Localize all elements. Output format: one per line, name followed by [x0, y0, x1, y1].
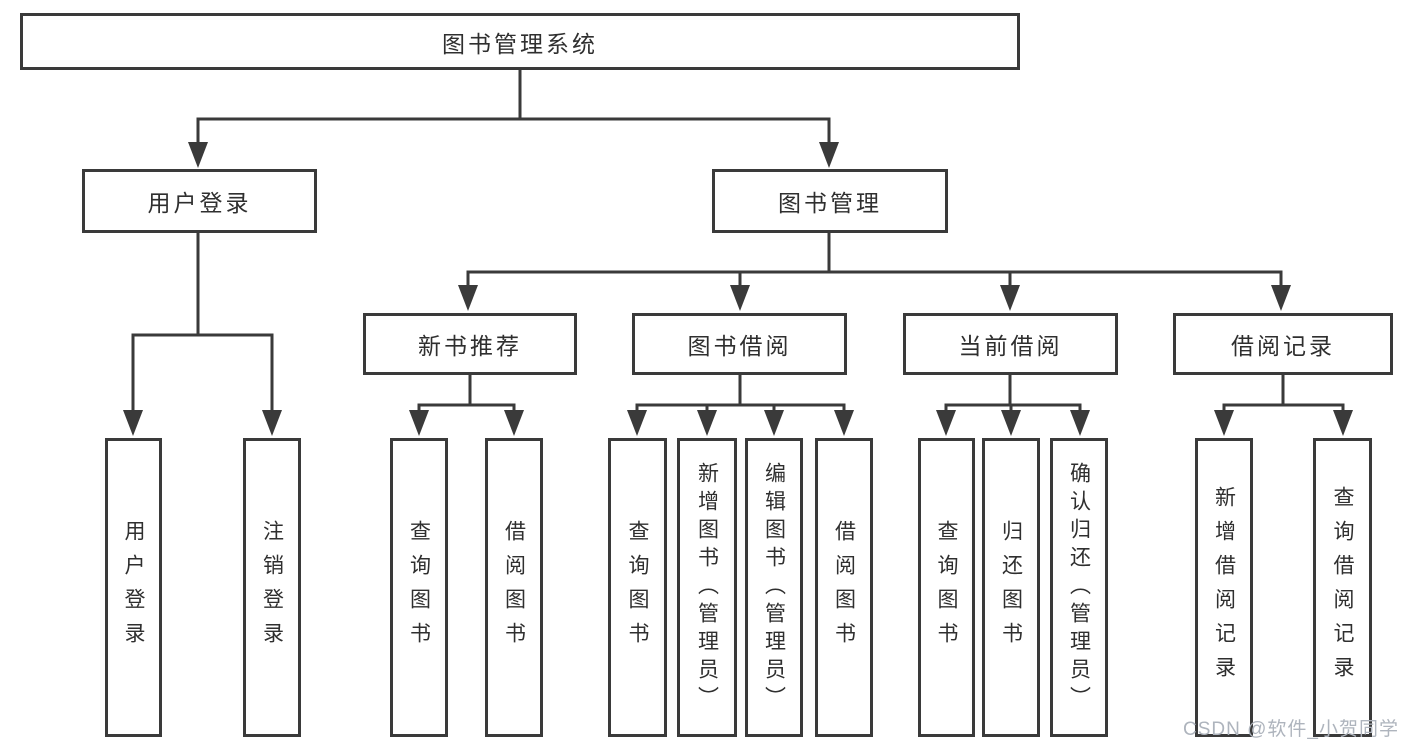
- leaf-borrow-books-label: 借阅图书: [832, 519, 856, 656]
- node-new-book-recommendation: 新书推荐: [363, 313, 577, 375]
- node-book-borrowing-label: 图书借阅: [687, 333, 792, 359]
- leaf-add-book-admin-label: 新增图书（管理员）: [695, 461, 719, 714]
- leaf-add-borrow-record: 新增借阅记录: [1195, 438, 1253, 737]
- leaf-user-login-label: 用户登录: [122, 519, 145, 656]
- leaf-add-book-admin: 新增图书（管理员）: [677, 438, 737, 737]
- leaf-query-books-borrow-label: 查询图书: [626, 519, 649, 656]
- leaf-query-books-recommend: 查询图书: [390, 438, 448, 737]
- node-current-borrowing-label: 当前借阅: [958, 333, 1063, 359]
- node-borrowing-records: 借阅记录: [1173, 313, 1393, 375]
- leaf-borrow-books: 借阅图书: [815, 438, 873, 737]
- leaf-query-books-recommend-label: 查询图书: [407, 519, 431, 656]
- leaf-confirm-return-admin-label: 确认归还（管理员）: [1067, 461, 1091, 714]
- leaf-borrow-books-recommend: 借阅图书: [485, 438, 543, 737]
- node-user-login-label: 用户登录: [147, 190, 252, 216]
- node-book-management: 图书管理: [712, 169, 948, 233]
- node-root: 图书管理系统: [20, 13, 1020, 70]
- arrowheads: [123, 142, 1353, 436]
- leaf-user-login: 用户登录: [105, 438, 162, 737]
- csdn-watermark: CSDN @软件_小贺同学: [1183, 719, 1399, 740]
- leaf-edit-book-admin-label: 编辑图书（管理员）: [762, 461, 786, 714]
- leaf-logout: 注销登录: [243, 438, 301, 737]
- leaf-confirm-return-admin: 确认归还（管理员）: [1050, 438, 1108, 737]
- leaf-query-books-current: 查询图书: [918, 438, 975, 737]
- leaf-add-borrow-record-label: 新增借阅记录: [1212, 485, 1236, 690]
- leaf-borrow-books-recommend-label: 借阅图书: [502, 519, 526, 656]
- node-user-login: 用户登录: [82, 169, 317, 233]
- node-book-management-label: 图书管理: [778, 190, 882, 216]
- leaf-edit-book-admin: 编辑图书（管理员）: [745, 438, 803, 737]
- leaf-query-books-current-label: 查询图书: [935, 519, 958, 656]
- leaf-query-borrow-record: 查询借阅记录: [1313, 438, 1372, 737]
- leaf-return-books-label: 归还图书: [999, 519, 1023, 656]
- node-new-book-recommendation-label: 新书推荐: [418, 333, 522, 359]
- leaf-query-books-borrow: 查询图书: [608, 438, 667, 737]
- node-root-label: 图书管理系统: [442, 30, 598, 57]
- connector-segments: [131, 68, 1345, 415]
- leaf-logout-label: 注销登录: [260, 519, 284, 656]
- node-borrowing-records-label: 借阅记录: [1231, 333, 1335, 359]
- node-current-borrowing: 当前借阅: [903, 313, 1118, 375]
- leaf-return-books: 归还图书: [982, 438, 1040, 737]
- node-book-borrowing: 图书借阅: [632, 313, 847, 375]
- leaf-query-borrow-record-label: 查询借阅记录: [1331, 485, 1354, 690]
